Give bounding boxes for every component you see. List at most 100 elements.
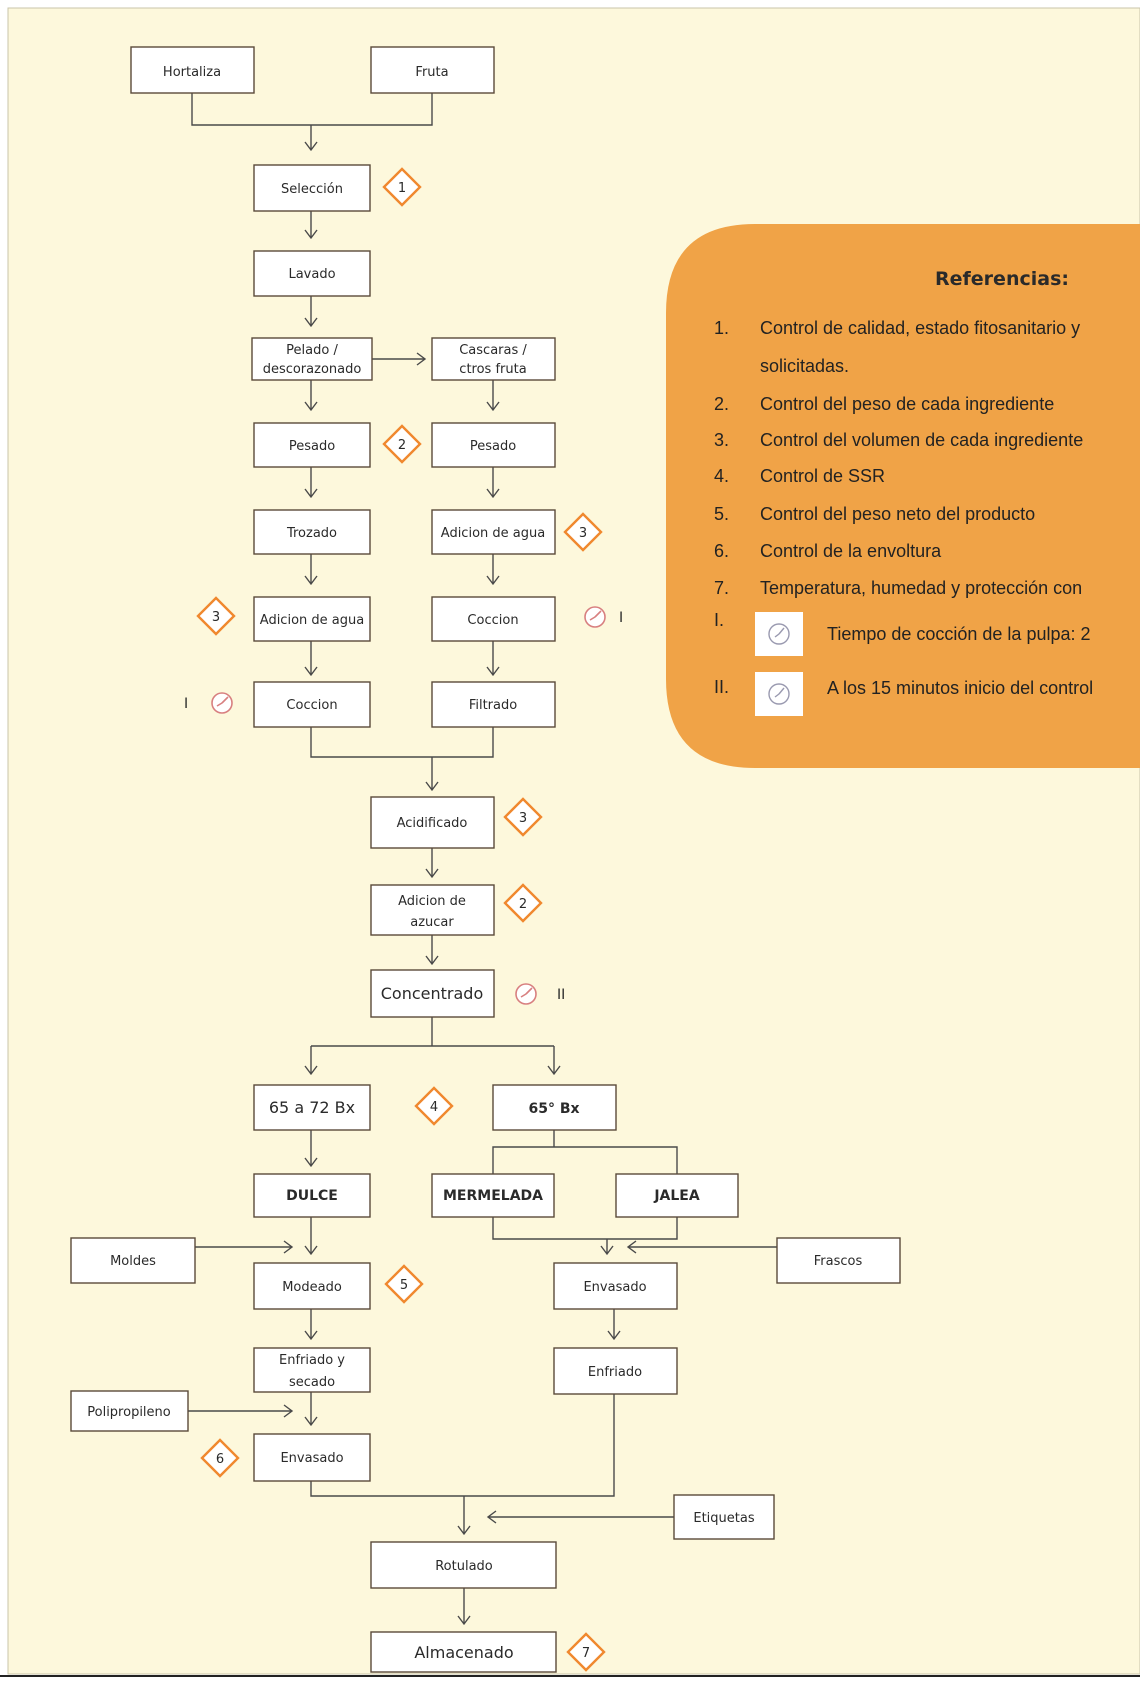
reference-text-2: Control del peso de cada ingrediente — [760, 394, 1054, 414]
svg-text:Pelado /: Pelado / — [286, 343, 338, 358]
timer-label-coccion-right: I — [619, 610, 623, 626]
step-enfriado-secado: Enfriado y secado — [253, 1347, 371, 1393]
svg-text:65 a 72 Bx: 65 a 72 Bx — [269, 1098, 355, 1117]
reference-text-1: Control de calidad, estado fitosanitario… — [760, 318, 1080, 338]
step-pesado-left: Pesado — [253, 422, 371, 468]
reference-text-6: Control de la envoltura — [760, 541, 942, 561]
step-trozado: Trozado — [253, 509, 371, 555]
step-mermelada: MERMELADA — [431, 1173, 555, 1218]
svg-text:Envasado: Envasado — [583, 1280, 646, 1295]
svg-text:Lavado: Lavado — [288, 267, 335, 282]
step-adicion-agua-left: Adicion de agua — [253, 596, 371, 642]
svg-text:2: 2 — [519, 897, 527, 912]
step-frascos: Frascos — [776, 1237, 901, 1284]
control-diamond-acidificado: 3 — [503, 797, 543, 837]
svg-text:Fruta: Fruta — [415, 65, 448, 80]
svg-text:Cascaras /: Cascaras / — [459, 343, 527, 358]
reference-num-5: 5. — [714, 504, 729, 524]
reference-text-3: Control del volumen de cada ingrediente — [760, 430, 1083, 450]
svg-text:azucar: azucar — [410, 915, 454, 930]
step-concentrado: Concentrado — [370, 969, 495, 1018]
svg-text:7: 7 — [582, 1646, 590, 1661]
svg-text:5: 5 — [400, 1278, 408, 1293]
reference-num-6: 6. — [714, 541, 729, 561]
svg-text:descorazonado: descorazonado — [263, 362, 362, 377]
control-diamond-bx: 4 — [414, 1086, 454, 1126]
control-diamond-modeado: 5 — [384, 1264, 424, 1304]
svg-text:Polipropileno: Polipropileno — [87, 1405, 171, 1420]
control-diamond-adicion-agua-right: 3 — [563, 512, 603, 552]
step-filtrado: Filtrado — [431, 681, 556, 728]
svg-text:4: 4 — [430, 1100, 438, 1115]
step-dulce: DULCE — [253, 1173, 371, 1218]
svg-text:Adicion de: Adicion de — [398, 894, 466, 909]
step-bx-dulce: 65 a 72 Bx — [253, 1084, 371, 1131]
step-coccion-right: Coccion — [431, 596, 556, 642]
svg-text:Envasado: Envasado — [280, 1451, 343, 1466]
svg-text:2: 2 — [398, 438, 406, 453]
svg-text:Rotulado: Rotulado — [435, 1559, 493, 1574]
step-acidificado: Acidificado — [370, 796, 495, 849]
reference-num-4: 4. — [714, 466, 729, 486]
step-hortaliza: Hortaliza — [130, 46, 255, 94]
svg-text:3: 3 — [579, 526, 587, 541]
step-rotulado: Rotulado — [370, 1541, 557, 1589]
svg-text:3: 3 — [212, 610, 220, 625]
step-envasado-right: Envasado — [553, 1262, 678, 1310]
control-diamond-seleccion: 1 — [382, 167, 422, 207]
svg-text:3: 3 — [519, 811, 527, 826]
reference-text-I: Tiempo de cocción de la pulpa: 2 — [827, 624, 1091, 644]
timer-label-coccion-left: I — [184, 696, 188, 712]
reference-clock-icon-2 — [755, 672, 803, 716]
svg-text:Enfriado: Enfriado — [588, 1365, 642, 1380]
svg-text:Etiquetas: Etiquetas — [693, 1511, 754, 1526]
references-title: Referencias: — [935, 268, 1069, 290]
svg-text:Acidificado: Acidificado — [397, 816, 468, 831]
reference-num-7: 7. — [714, 578, 729, 598]
svg-text:Pesado: Pesado — [470, 439, 516, 454]
step-cascaras: Cascaras / ctros fruta — [431, 337, 556, 381]
reference-num-3: 3. — [714, 430, 729, 450]
step-lavado: Lavado — [253, 250, 371, 297]
svg-text:Filtrado: Filtrado — [469, 698, 517, 713]
step-adicion-agua-right: Adicion de agua — [431, 509, 556, 555]
svg-text:JALEA: JALEA — [653, 1188, 700, 1204]
step-envasado-left: Envasado — [253, 1433, 371, 1482]
svg-text:Coccion: Coccion — [467, 613, 518, 628]
control-diamond-adicion-agua-left: 3 — [196, 596, 236, 636]
svg-text:Trozado: Trozado — [286, 526, 337, 541]
svg-text:DULCE: DULCE — [286, 1188, 338, 1204]
step-pelado-descorazonado: Pelado / descorazonado — [251, 337, 373, 381]
svg-text:Almacenado: Almacenado — [414, 1643, 513, 1662]
control-diamond-almacenado: 7 — [566, 1632, 606, 1672]
timer-clock-icon-coccion-right — [584, 606, 606, 628]
svg-text:Pesado: Pesado — [289, 439, 335, 454]
svg-text:6: 6 — [216, 1452, 224, 1467]
svg-text:MERMELADA: MERMELADA — [443, 1188, 543, 1204]
connectors — [188, 93, 777, 1626]
step-pesado-right: Pesado — [431, 422, 556, 468]
svg-text:1: 1 — [398, 181, 406, 196]
reference-num-I: I. — [714, 610, 724, 630]
svg-text:Frascos: Frascos — [814, 1254, 863, 1269]
step-seleccion: Selección — [253, 164, 371, 212]
svg-text:Modeado: Modeado — [282, 1280, 342, 1295]
step-jalea: JALEA — [615, 1173, 739, 1218]
reference-text-1b: solicitadas. — [760, 356, 849, 376]
timer-clock-icon-coccion-left — [211, 692, 233, 714]
svg-text:Hortaliza: Hortaliza — [163, 65, 221, 80]
step-adicion-azucar: Adicion de azucar — [370, 884, 495, 936]
reference-text-5: Control del peso neto del producto — [760, 504, 1035, 524]
step-polipropileno: Polipropileno — [70, 1390, 189, 1432]
reference-num-II: II. — [714, 677, 729, 697]
reference-text-II: A los 15 minutos inicio del control — [827, 678, 1093, 698]
control-diamond-azucar: 2 — [503, 883, 543, 923]
svg-text:Enfriado y: Enfriado y — [279, 1353, 345, 1368]
svg-text:Concentrado: Concentrado — [381, 984, 483, 1003]
svg-text:ctros fruta: ctros fruta — [459, 362, 526, 377]
reference-num-2: 2. — [714, 394, 729, 414]
svg-text:secado: secado — [289, 1375, 335, 1390]
step-etiquetas: Etiquetas — [673, 1494, 775, 1540]
control-diamond-pesado: 2 — [382, 424, 422, 464]
